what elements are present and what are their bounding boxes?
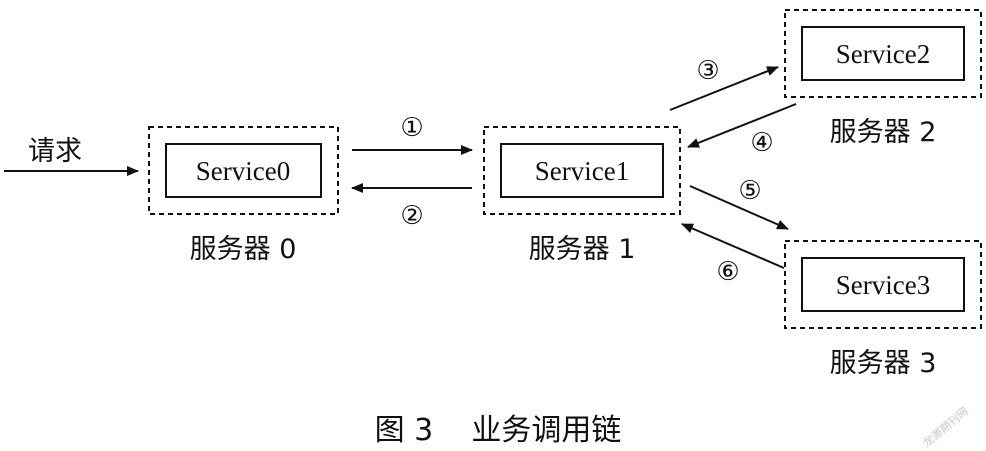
step-5-marker: ⑤ [738,176,761,206]
step-3-arrow [669,66,779,111]
step-3-call: ③ [669,56,779,111]
service-0-box [165,143,322,198]
service-2-box [801,26,965,81]
service-1-label: Service1 [535,156,629,186]
server-2-node: Service2 服务器 2 [784,9,982,148]
server-1-boundary [483,126,681,215]
server-1-caption: 服务器 1 [529,234,636,265]
step-3-marker: ③ [696,56,719,86]
watermark: 龙源期刊网 [920,404,971,450]
service-1-box [500,143,664,198]
step-1-marker: ① [400,113,423,143]
server-3-node: Service3 服务器 3 [784,240,982,379]
step-5-arrow [689,185,789,230]
step-5-call: ⑤ [689,176,789,230]
step-2-return: ② [351,183,472,231]
figure-caption: 图 3 业务调用链 [375,413,622,448]
step-6-return: ⑥ [681,223,785,287]
step-1-call: ① [352,113,473,155]
request-label: 请求 [28,136,82,167]
server-3-caption: 服务器 3 [830,348,937,379]
step-4-marker: ④ [750,128,773,158]
step-6-marker: ⑥ [716,257,739,287]
server-0-node: Service0 服务器 0 [148,126,339,265]
request-input: 请求 [4,136,139,176]
server-2-caption: 服务器 2 [830,117,937,148]
step-6-arrow [681,223,785,269]
server-1-node: Service1 服务器 1 [483,126,681,265]
server-3-boundary [784,240,982,329]
server-0-caption: 服务器 0 [190,234,297,265]
server-2-boundary [784,9,982,98]
service-0-label: Service0 [196,156,290,186]
service-3-box [801,257,965,312]
step-4-arrow [687,103,797,148]
step-4-return: ④ [687,103,797,158]
service-3-label: Service3 [836,270,930,300]
service-2-label: Service2 [836,39,930,69]
step-2-marker: ② [400,201,423,231]
server-0-boundary [148,126,339,215]
